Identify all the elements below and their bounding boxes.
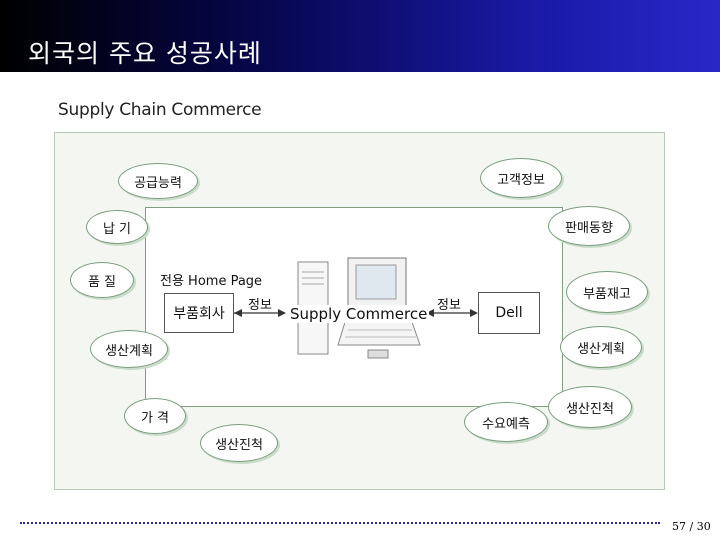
info-label-left: 정보: [248, 298, 272, 313]
bubble-price: 가 격: [124, 398, 186, 434]
page-number: 57 / 30: [672, 520, 711, 533]
bubble-production-plan-right: 생산계획: [560, 326, 642, 368]
supply-commerce-label: Supply Commerce: [288, 305, 430, 323]
bubble-production-progress-left: 생산진척: [200, 424, 278, 462]
bubble-customer-info: 고객정보: [480, 158, 562, 198]
bubble-delivery: 납 기: [86, 210, 148, 244]
diagram-title: Supply Chain Commerce: [58, 100, 262, 120]
bubble-parts-inventory: 부품재고: [566, 271, 648, 313]
dell-box: Dell: [478, 292, 540, 334]
bubble-sales-trend: 판매동향: [548, 206, 630, 246]
slide-title: 외국의 주요 성공사례: [28, 39, 262, 68]
bubble-production-progress-right: 생산진척: [548, 386, 632, 428]
bubble-quality: 품 질: [70, 262, 134, 298]
footer-divider: [20, 522, 660, 524]
bubble-production-plan-left: 생산계획: [90, 330, 168, 368]
parts-company-box: 부품회사: [164, 293, 234, 333]
title-bar: 외국의 주요 성공사례: [0, 0, 720, 72]
bubble-supply-capacity: 공급능력: [118, 163, 198, 199]
bubble-demand-forecast: 수요예측: [464, 402, 548, 442]
info-label-right: 정보: [437, 298, 461, 313]
home-page-label: 전용 Home Page: [160, 274, 263, 289]
